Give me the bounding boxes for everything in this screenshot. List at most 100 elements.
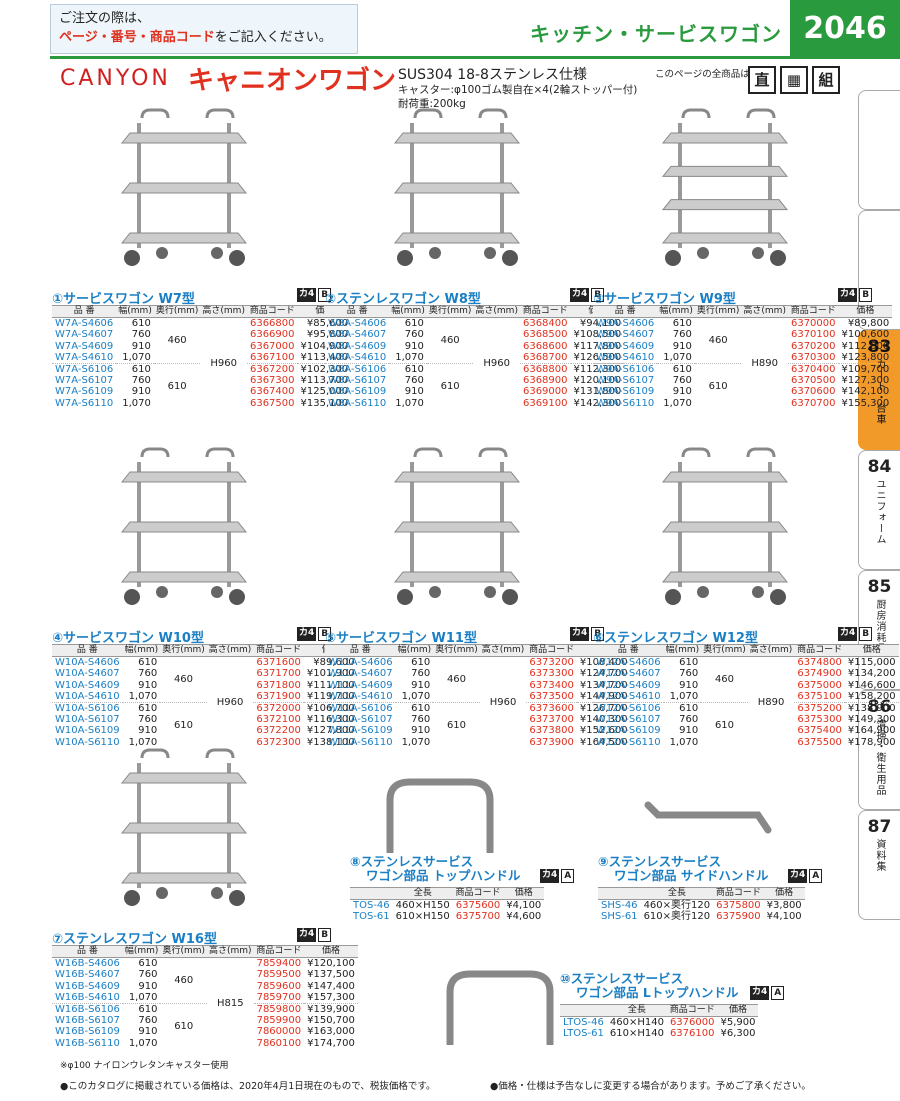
- product-code[interactable]: 6369000: [522, 386, 568, 398]
- part-number[interactable]: W10A-S6110: [55, 736, 120, 748]
- product-code[interactable]: 7860000: [256, 1026, 302, 1038]
- product-code[interactable]: 6373700: [529, 714, 574, 726]
- product-code[interactable]: 6372200: [256, 725, 301, 737]
- product-code[interactable]: 6375200: [794, 702, 845, 715]
- part-number[interactable]: W11A-S4606: [328, 657, 393, 669]
- part-number[interactable]: LTOS-46: [563, 1017, 604, 1029]
- product-code[interactable]: 6368500: [522, 329, 568, 341]
- product-code[interactable]: 6367500: [249, 397, 295, 409]
- product-code[interactable]: 6374900: [797, 668, 842, 680]
- product-code[interactable]: 6367100: [249, 351, 295, 363]
- part-number[interactable]: W11A-S6110: [328, 736, 393, 748]
- part-number[interactable]: W10A-S6106: [52, 702, 123, 715]
- part-number[interactable]: W8A-S4607: [328, 329, 387, 341]
- part-number[interactable]: W11A-S4607: [328, 668, 393, 680]
- part-number[interactable]: W8A-S4609: [328, 340, 387, 352]
- part-number[interactable]: W8A-S6106: [325, 363, 390, 376]
- part-number[interactable]: W16B-S6109: [55, 1026, 120, 1038]
- product-code[interactable]: 6370400: [787, 363, 839, 376]
- product-code[interactable]: 7859400: [256, 958, 302, 970]
- part-number[interactable]: W12A-S6106: [593, 702, 664, 715]
- part-number[interactable]: W12A-S6110: [596, 736, 661, 748]
- part-number[interactable]: W10A-S4607: [55, 668, 120, 680]
- product-code[interactable]: 6369100: [522, 397, 568, 409]
- part-number[interactable]: W7A-S6110: [55, 397, 114, 409]
- part-number[interactable]: W16B-S4607: [55, 969, 120, 981]
- part-number[interactable]: W12A-S4610: [596, 690, 661, 702]
- product-code[interactable]: 7859600: [256, 980, 302, 992]
- part-number[interactable]: W12A-S6107: [596, 714, 661, 726]
- part-number[interactable]: W16B-S6110: [55, 1037, 120, 1049]
- product-code[interactable]: 6373300: [529, 668, 574, 680]
- product-code[interactable]: 7859800: [253, 1003, 305, 1016]
- part-number[interactable]: W12A-S4606: [596, 657, 661, 669]
- product-code[interactable]: 6367400: [249, 386, 295, 398]
- part-number[interactable]: W9A-S6107: [596, 375, 655, 387]
- part-number[interactable]: W16B-S6106: [52, 1003, 123, 1016]
- product-code[interactable]: 6368700: [522, 351, 568, 363]
- product-code[interactable]: 6370600: [790, 386, 836, 398]
- part-number[interactable]: W8A-S4610: [328, 351, 387, 363]
- product-code[interactable]: 6370100: [790, 329, 836, 341]
- part-number[interactable]: W11A-S4609: [328, 679, 393, 691]
- product-code[interactable]: 6366900: [249, 329, 295, 341]
- part-number[interactable]: W10A-S4609: [55, 679, 120, 691]
- part-number[interactable]: W7A-S4610: [55, 351, 114, 363]
- product-code[interactable]: 6374800: [797, 657, 842, 669]
- product-code[interactable]: 6375600: [455, 900, 501, 912]
- part-number[interactable]: W16B-S4606: [55, 958, 120, 970]
- product-code[interactable]: 6375800: [716, 900, 761, 912]
- product-code[interactable]: 6375900: [716, 911, 761, 923]
- product-code[interactable]: 6372000: [253, 702, 304, 715]
- sidetab-blank[interactable]: [858, 90, 900, 210]
- part-number[interactable]: SHS-46: [601, 900, 638, 912]
- product-code[interactable]: 6371900: [256, 690, 301, 702]
- product-code[interactable]: 6370300: [790, 351, 836, 363]
- product-code[interactable]: 6373900: [529, 736, 574, 748]
- product-code[interactable]: 6373400: [529, 679, 574, 691]
- product-code[interactable]: 6368600: [522, 340, 568, 352]
- part-number[interactable]: W7A-S6107: [55, 375, 114, 387]
- product-code[interactable]: 7860100: [256, 1037, 302, 1049]
- part-number[interactable]: W9A-S4607: [596, 329, 655, 341]
- part-number[interactable]: W11A-S6109: [328, 725, 393, 737]
- part-number[interactable]: W9A-S4606: [596, 318, 655, 330]
- product-code[interactable]: 6366800: [249, 318, 295, 330]
- product-code[interactable]: 6370500: [790, 375, 836, 387]
- part-number[interactable]: W9A-S4610: [596, 351, 655, 363]
- part-number[interactable]: SHS-61: [601, 911, 638, 923]
- product-code[interactable]: 6376100: [669, 1028, 715, 1040]
- product-code[interactable]: 6375400: [797, 725, 842, 737]
